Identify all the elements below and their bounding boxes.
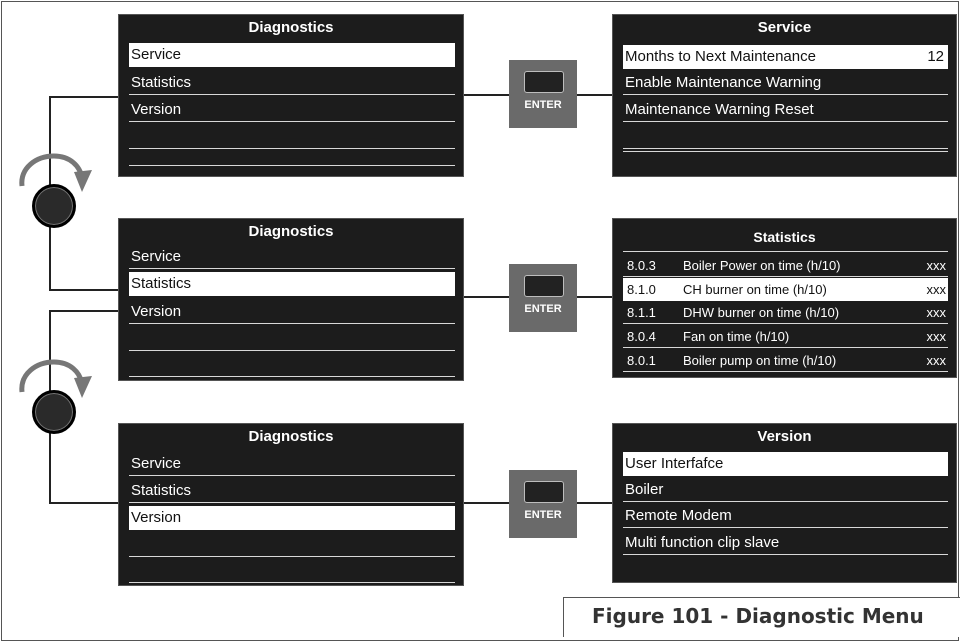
stat-label: Boiler Power on time (h/10): [683, 258, 841, 273]
stat-row[interactable]: 8.0.3 Boiler Power on time (h/10) xxx: [623, 254, 948, 277]
menu-item-service[interactable]: Service: [129, 245, 455, 269]
stat-code: 8.0.1: [627, 353, 656, 368]
rotary-knob-2[interactable]: [32, 390, 76, 434]
stat-row[interactable]: 8.1.1 DHW burner on time (h/10) xxx: [623, 301, 948, 324]
caption-text: Figure 101 - Diagnostic Menu: [592, 604, 924, 628]
menu-item-version[interactable]: Version: [129, 506, 455, 530]
service-item-label: Maintenance Warning Reset: [625, 101, 814, 118]
menu-item-empty: [129, 125, 455, 149]
diagnostics-screen-service: Diagnostics Service Statistics Version: [118, 14, 464, 177]
diagnostics-screen-statistics: Diagnostics Service Statistics Version: [118, 218, 464, 381]
stat-value: xxx: [926, 353, 947, 368]
enter-button-1[interactable]: ENTER: [509, 60, 577, 128]
stat-label: CH burner on time (h/10): [683, 282, 827, 297]
service-item-empty: [623, 128, 948, 152]
service-item-months[interactable]: Months to Next Maintenance 12: [623, 45, 948, 69]
menu-item-service[interactable]: Service: [129, 452, 455, 476]
service-item-value: 12: [927, 48, 944, 65]
figure-caption: Figure 101 - Diagnostic Menu: [563, 597, 960, 637]
service-item-warning-reset[interactable]: Maintenance Warning Reset: [623, 98, 948, 122]
stat-row[interactable]: 8.0.1 Boiler pump on time (h/10) xxx: [623, 349, 948, 372]
enter-button-3[interactable]: ENTER: [509, 470, 577, 538]
menu-item-version[interactable]: Version: [129, 300, 455, 324]
enter-button-2[interactable]: ENTER: [509, 264, 577, 332]
menu-item-statistics[interactable]: Statistics: [129, 71, 455, 95]
menu-item-statistics[interactable]: Statistics: [129, 272, 455, 296]
enter-key: [524, 275, 564, 297]
stat-label: DHW burner on time (h/10): [683, 305, 840, 320]
screen-title: Diagnostics: [248, 19, 334, 36]
menu-item-empty: [129, 533, 455, 557]
enter-key: [524, 71, 564, 93]
diagnostics-screen-version: Diagnostics Service Statistics Version: [118, 423, 464, 586]
version-item-multi-function-clip[interactable]: Multi function clip slave: [623, 531, 948, 555]
service-screen: Service Months to Next Maintenance 12 En…: [612, 14, 957, 177]
stat-code: 8.1.1: [627, 305, 656, 320]
version-item-remote-modem[interactable]: Remote Modem: [623, 504, 948, 528]
service-item-label: Months to Next Maintenance: [625, 48, 816, 65]
stat-value: xxx: [926, 305, 947, 320]
service-item-enable-warning[interactable]: Enable Maintenance Warning: [623, 71, 948, 95]
stat-label: Boiler pump on time (h/10): [683, 353, 837, 368]
stat-value: xxx: [926, 329, 947, 344]
screen-title: Version: [757, 428, 812, 445]
menu-item-empty: [129, 559, 455, 583]
stat-code: 8.0.3: [627, 258, 656, 273]
screen-title: Diagnostics: [248, 428, 334, 445]
menu-item-empty: [129, 142, 455, 166]
stat-value: xxx: [926, 258, 947, 273]
screen-title: Statistics: [753, 229, 816, 245]
title-divider: [623, 251, 948, 252]
menu-item-version[interactable]: Version: [129, 98, 455, 122]
screen-title: Service: [757, 19, 812, 36]
stat-row[interactable]: 8.1.0 CH burner on time (h/10) xxx: [623, 278, 948, 301]
stat-value: xxx: [926, 282, 947, 297]
enter-label: ENTER: [524, 99, 562, 111]
menu-item-empty: [129, 327, 455, 351]
statistics-screen: Statistics 8.0.3 Boiler Power on time (h…: [612, 218, 957, 378]
version-item-user-interface[interactable]: User Interfafce: [623, 452, 948, 476]
stat-code: 8.0.4: [627, 329, 656, 344]
menu-item-statistics[interactable]: Statistics: [129, 479, 455, 503]
screen-title: Diagnostics: [248, 223, 334, 240]
enter-key: [524, 481, 564, 503]
service-item-label: Enable Maintenance Warning: [625, 74, 822, 91]
version-screen: Version User Interfafce Boiler Remote Mo…: [612, 423, 957, 583]
rotary-knob-1[interactable]: [32, 184, 76, 228]
enter-label: ENTER: [524, 509, 562, 521]
stat-code: 8.1.0: [627, 282, 656, 297]
stat-label: Fan on time (h/10): [683, 329, 790, 344]
stat-row[interactable]: 8.0.4 Fan on time (h/10) xxx: [623, 325, 948, 348]
service-item-empty: [623, 125, 948, 149]
menu-item-empty: [129, 353, 455, 377]
enter-label: ENTER: [524, 303, 562, 315]
menu-item-service[interactable]: Service: [129, 43, 455, 67]
version-item-boiler[interactable]: Boiler: [623, 478, 948, 502]
